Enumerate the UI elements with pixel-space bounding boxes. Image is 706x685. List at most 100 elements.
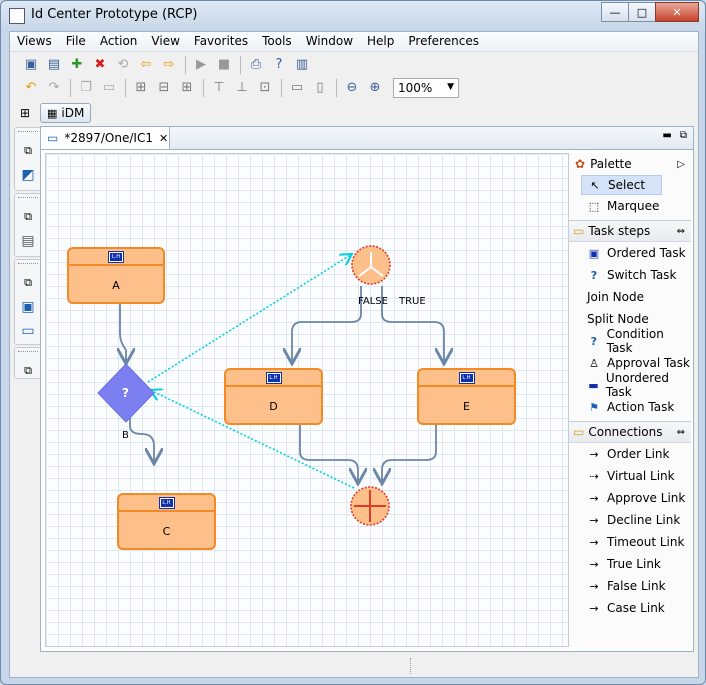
- palette-item-true-link[interactable]: →True Link: [569, 553, 691, 575]
- palette-item-case-link[interactable]: →Case Link: [569, 597, 691, 619]
- maximize-button[interactable]: □: [628, 2, 656, 22]
- copy-icon[interactable]: ❐: [80, 80, 92, 95]
- refresh-icon[interactable]: ⟲: [117, 57, 129, 72]
- palette-item-condition-task[interactable]: ?Condition Task: [569, 327, 691, 355]
- task-node-e[interactable]: L.H E: [417, 368, 516, 425]
- close-button[interactable]: ✕: [655, 2, 699, 22]
- palette-item-false-link[interactable]: →False Link: [569, 575, 691, 597]
- palette-item-ordered-task[interactable]: ▣Ordered Task: [569, 242, 691, 264]
- tool-select[interactable]: ↖ Select: [581, 175, 662, 195]
- help-icon[interactable]: ?: [275, 57, 283, 72]
- virtual-link-join-b: [150, 390, 355, 489]
- palette-item-decline-link[interactable]: →Decline Link: [569, 509, 691, 531]
- back-arrow-icon[interactable]: ⇦: [140, 57, 152, 72]
- palette-item-label: Split Node: [587, 312, 649, 326]
- restore-icon[interactable]: ⧉: [24, 144, 32, 157]
- documents-icon[interactable]: ▤: [21, 233, 35, 249]
- palette-item-label: Condition Task: [606, 327, 664, 355]
- menu-preferences[interactable]: Preferences: [408, 34, 479, 48]
- save-icon[interactable]: ▣: [24, 57, 38, 72]
- palette-item-action-task[interactable]: ⚑Action Task: [569, 396, 691, 418]
- open-perspective-icon[interactable]: ⊞: [19, 106, 31, 120]
- join-node[interactable]: [350, 486, 390, 526]
- palette-item-label: Approve Link: [607, 491, 686, 505]
- zoom-select[interactable]: 100% ▼: [393, 77, 459, 98]
- zoom-out-icon[interactable]: ⊖: [346, 80, 358, 95]
- align-bottom-icon[interactable]: ⊡: [259, 80, 271, 95]
- link-arrow-icon: →: [589, 579, 599, 593]
- drawer-toggle-icon[interactable]: ⇔: [676, 225, 685, 237]
- forward-arrow-icon[interactable]: ⇨: [163, 57, 175, 72]
- chevron-right-icon[interactable]: ▷: [677, 158, 685, 170]
- menu-tools[interactable]: Tools: [262, 34, 292, 48]
- unordered-task-icon: ▬: [588, 378, 599, 392]
- palette-item-unordered-task[interactable]: ▬Unordered Task: [569, 371, 691, 399]
- close-tab-icon[interactable]: ✕: [158, 131, 169, 145]
- palette-item-join-node[interactable]: Join Node: [569, 286, 691, 308]
- stop-icon[interactable]: ■: [217, 57, 231, 72]
- restore-icon[interactable]: ⧉: [24, 210, 32, 223]
- undo-icon[interactable]: ↶: [25, 80, 37, 95]
- menu-favorites[interactable]: Favorites: [193, 34, 249, 48]
- main-toolbar: ▣ ▤ ✚ ✖ ⟲ ⇦ ⇨ ▶ ■ ⎙ ? ▥: [10, 53, 698, 76]
- delete-icon[interactable]: ✖: [94, 57, 106, 72]
- align-left-icon[interactable]: ⊞: [135, 80, 147, 95]
- palette-item-switch-task[interactable]: ?Switch Task: [569, 264, 691, 286]
- toolbar-separator: [125, 78, 126, 97]
- zoom-in-icon[interactable]: ⊕: [369, 80, 381, 95]
- palette-item-approval-task[interactable]: ♙Approval Task: [569, 352, 691, 374]
- window-icon[interactable]: ▭: [21, 323, 35, 339]
- match-height-icon[interactable]: ▯: [316, 80, 324, 95]
- drawer-task-steps[interactable]: ▭ Task steps ⇔: [569, 220, 691, 242]
- task-node-a[interactable]: L.H A: [67, 247, 165, 304]
- menu-views[interactable]: Views: [17, 34, 52, 48]
- align-middle-icon[interactable]: ⊥: [236, 80, 248, 95]
- perspective-idm-button[interactable]: ▦ iDM: [40, 103, 92, 123]
- palette-item-virtual-link[interactable]: ⇢Virtual Link: [569, 465, 691, 487]
- palette-item-split-node[interactable]: Split Node: [569, 308, 691, 330]
- align-right-icon[interactable]: ⊞: [181, 80, 193, 95]
- palette-item-timeout-link[interactable]: →Timeout Link: [569, 531, 691, 553]
- save-all-icon[interactable]: ▤: [47, 57, 61, 72]
- task-node-c[interactable]: L.H C: [117, 493, 216, 550]
- document-icon[interactable]: ▥: [295, 57, 309, 72]
- align-center-icon[interactable]: ⊟: [158, 80, 170, 95]
- add-icon[interactable]: ✚: [71, 57, 83, 72]
- print-icon[interactable]: ⎙: [250, 57, 262, 72]
- condition-node-b[interactable]: [97, 363, 155, 423]
- match-width-icon[interactable]: ▭: [290, 80, 304, 95]
- ordered-task-icon: ▣: [588, 246, 600, 260]
- align-top-icon[interactable]: ⊤: [213, 80, 225, 95]
- restore-icon[interactable]: ⧉: [24, 364, 32, 377]
- task-node-d[interactable]: L.H D: [224, 368, 323, 425]
- palette-item-order-link[interactable]: →Order Link: [569, 443, 691, 465]
- editor-tab[interactable]: ▭ *2897/One/IC1 ✕: [41, 127, 170, 149]
- paste-icon[interactable]: ▭: [102, 80, 116, 95]
- run-icon[interactable]: ▶: [196, 57, 206, 72]
- ordered-task-icon: L.H: [265, 371, 282, 384]
- drawer-connections[interactable]: ▭ Connections ⇔: [569, 421, 691, 443]
- ordered-task-icon: L.H: [108, 250, 124, 263]
- palette-header[interactable]: ✿ Palette ▷: [569, 153, 691, 175]
- restore-icon[interactable]: ⧉: [24, 276, 32, 289]
- edit-toolbar: ↶ ↷ ❐ ▭ ⊞ ⊟ ⊞ ⊤ ⊥ ⊡ ▭ ▯ ⊖ ⊕ 100% ▼: [10, 76, 698, 99]
- tool-marquee-label: Marquee: [607, 199, 660, 213]
- menu-window[interactable]: Window: [305, 34, 354, 48]
- menu-help[interactable]: Help: [367, 34, 395, 48]
- tool-marquee[interactable]: ⬚ Marquee: [569, 195, 691, 217]
- navigator-icon[interactable]: ◩: [21, 167, 35, 183]
- menu-file[interactable]: File: [65, 34, 86, 48]
- palette-item-approve-link[interactable]: →Approve Link: [569, 487, 691, 509]
- menu-action[interactable]: Action: [99, 34, 138, 48]
- minimize-view-icon[interactable]: ▬: [662, 130, 672, 141]
- order-link-e-join: [382, 424, 437, 484]
- drawer-toggle-icon[interactable]: ⇔: [676, 426, 685, 438]
- redo-icon[interactable]: ↷: [48, 80, 60, 95]
- maximize-view-icon[interactable]: ⧉: [679, 130, 687, 141]
- minimize-button[interactable]: —: [601, 2, 629, 22]
- diagram-canvas[interactable]: ? B FALSE TRUE L.H A L.H C L.H D L.H: [45, 153, 569, 647]
- drawer-task-steps-title: Task steps: [588, 224, 651, 238]
- menu-view[interactable]: View: [151, 34, 180, 48]
- switch-node[interactable]: [351, 245, 391, 285]
- monitor-icon[interactable]: ▣: [21, 299, 35, 315]
